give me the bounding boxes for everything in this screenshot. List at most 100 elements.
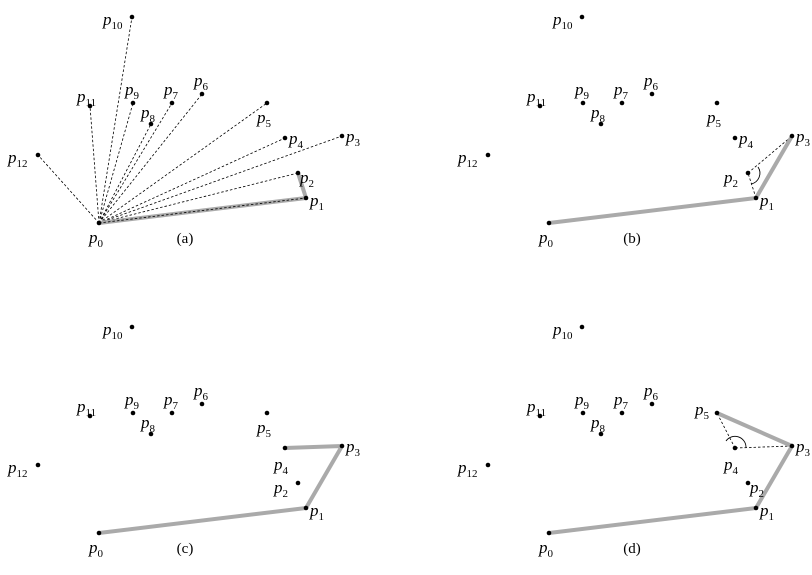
point-p3 <box>339 133 345 139</box>
point-label-p3: p3 <box>795 437 811 459</box>
point-label-p2: p2 <box>723 168 738 190</box>
point-label-p12: p12 <box>457 458 478 480</box>
dashed-edge-1-2 <box>747 172 757 199</box>
point-p7 <box>169 100 175 106</box>
point-p11 <box>87 103 93 109</box>
point-p11 <box>537 103 543 109</box>
point-p1 <box>303 505 309 511</box>
point-p3 <box>789 133 795 139</box>
dashed-ray-12 <box>37 154 100 224</box>
point-p0 <box>96 220 102 226</box>
panel-caption: (a) <box>177 231 194 247</box>
point-label-p11: p11 <box>76 87 96 109</box>
point-label-p8: p8 <box>590 413 606 435</box>
point-label-p7: p7 <box>163 80 179 102</box>
point-label-p0: p0 <box>88 538 104 560</box>
dashed-edge-2-3 <box>747 135 793 174</box>
dashed-ray-7 <box>98 102 173 224</box>
point-p7 <box>169 410 175 416</box>
point-p2 <box>745 170 751 176</box>
point-label-p0: p0 <box>538 538 554 560</box>
point-p1 <box>303 195 309 201</box>
point-label-p6: p6 <box>193 71 209 93</box>
point-p2 <box>745 480 751 486</box>
point-label-p1: p1 <box>309 191 324 213</box>
point-p8 <box>598 431 604 437</box>
point-p11 <box>537 413 543 419</box>
point-label-p9: p9 <box>574 80 590 102</box>
panel-caption: (b) <box>623 231 641 247</box>
angle-arc <box>725 435 747 448</box>
point-label-p3: p3 <box>345 437 361 459</box>
point-label-p2: p2 <box>273 478 288 500</box>
point-label-p5: p5 <box>694 400 710 422</box>
point-p9 <box>580 100 586 106</box>
point-label-p6: p6 <box>193 381 209 403</box>
point-p6 <box>199 91 205 97</box>
dashed-ray-over-hull <box>98 197 307 224</box>
dashed-ray-10 <box>98 16 133 224</box>
point-p8 <box>598 121 604 127</box>
point-p4 <box>282 135 288 141</box>
point-label-p10: p10 <box>102 10 123 32</box>
point-p10 <box>579 14 585 20</box>
point-p9 <box>130 100 136 106</box>
point-p4 <box>282 445 288 451</box>
point-label-p8: p8 <box>590 103 606 125</box>
point-p0 <box>96 530 102 536</box>
point-label-p9: p9 <box>574 390 590 412</box>
point-label-p1: p1 <box>759 191 774 213</box>
dashed-ray-9 <box>98 102 134 224</box>
point-p12 <box>35 152 41 158</box>
point-label-p6: p6 <box>643 381 659 403</box>
point-label-p5: p5 <box>256 418 272 440</box>
dashed-ray-2 <box>98 172 299 224</box>
point-p12 <box>485 462 491 468</box>
point-label-p8: p8 <box>140 103 156 125</box>
dashed-ray-11 <box>89 105 100 224</box>
point-label-p1: p1 <box>759 501 774 523</box>
point-p12 <box>35 462 41 468</box>
point-p11 <box>87 413 93 419</box>
point-label-p7: p7 <box>613 80 629 102</box>
point-p10 <box>129 324 135 330</box>
point-label-p9: p9 <box>124 80 140 102</box>
point-label-p4: p4 <box>288 129 304 151</box>
dashed-ray-6 <box>98 93 203 224</box>
point-label-p3: p3 <box>795 127 811 149</box>
point-label-p11: p11 <box>526 87 546 109</box>
point-label-p9: p9 <box>124 390 140 412</box>
point-p8 <box>148 121 154 127</box>
point-label-p12: p12 <box>7 458 28 480</box>
point-p4 <box>732 135 738 141</box>
point-label-p11: p11 <box>76 397 96 419</box>
point-label-p7: p7 <box>163 390 179 412</box>
dashed-edge-3-4 <box>734 445 793 449</box>
point-label-p0: p0 <box>88 228 104 250</box>
point-label-p8: p8 <box>140 413 156 435</box>
point-label-p6: p6 <box>643 71 659 93</box>
point-label-p10: p10 <box>552 10 573 32</box>
point-p5 <box>264 410 270 416</box>
point-p1 <box>753 195 759 201</box>
point-label-p12: p12 <box>7 148 28 170</box>
point-p6 <box>199 401 205 407</box>
point-label-p4: p4 <box>738 129 754 151</box>
hull-path <box>548 411 794 535</box>
point-label-p2: p2 <box>299 168 314 190</box>
point-p5 <box>714 410 720 416</box>
point-p7 <box>619 100 625 106</box>
point-label-p10: p10 <box>552 320 573 342</box>
point-p0 <box>546 530 552 536</box>
point-label-p7: p7 <box>613 390 629 412</box>
point-p0 <box>546 220 552 226</box>
point-p10 <box>579 324 585 330</box>
hull-path <box>98 444 344 535</box>
point-label-p11: p11 <box>526 397 546 419</box>
hull-path <box>548 134 794 225</box>
point-p9 <box>130 410 136 416</box>
point-p10 <box>129 14 135 20</box>
